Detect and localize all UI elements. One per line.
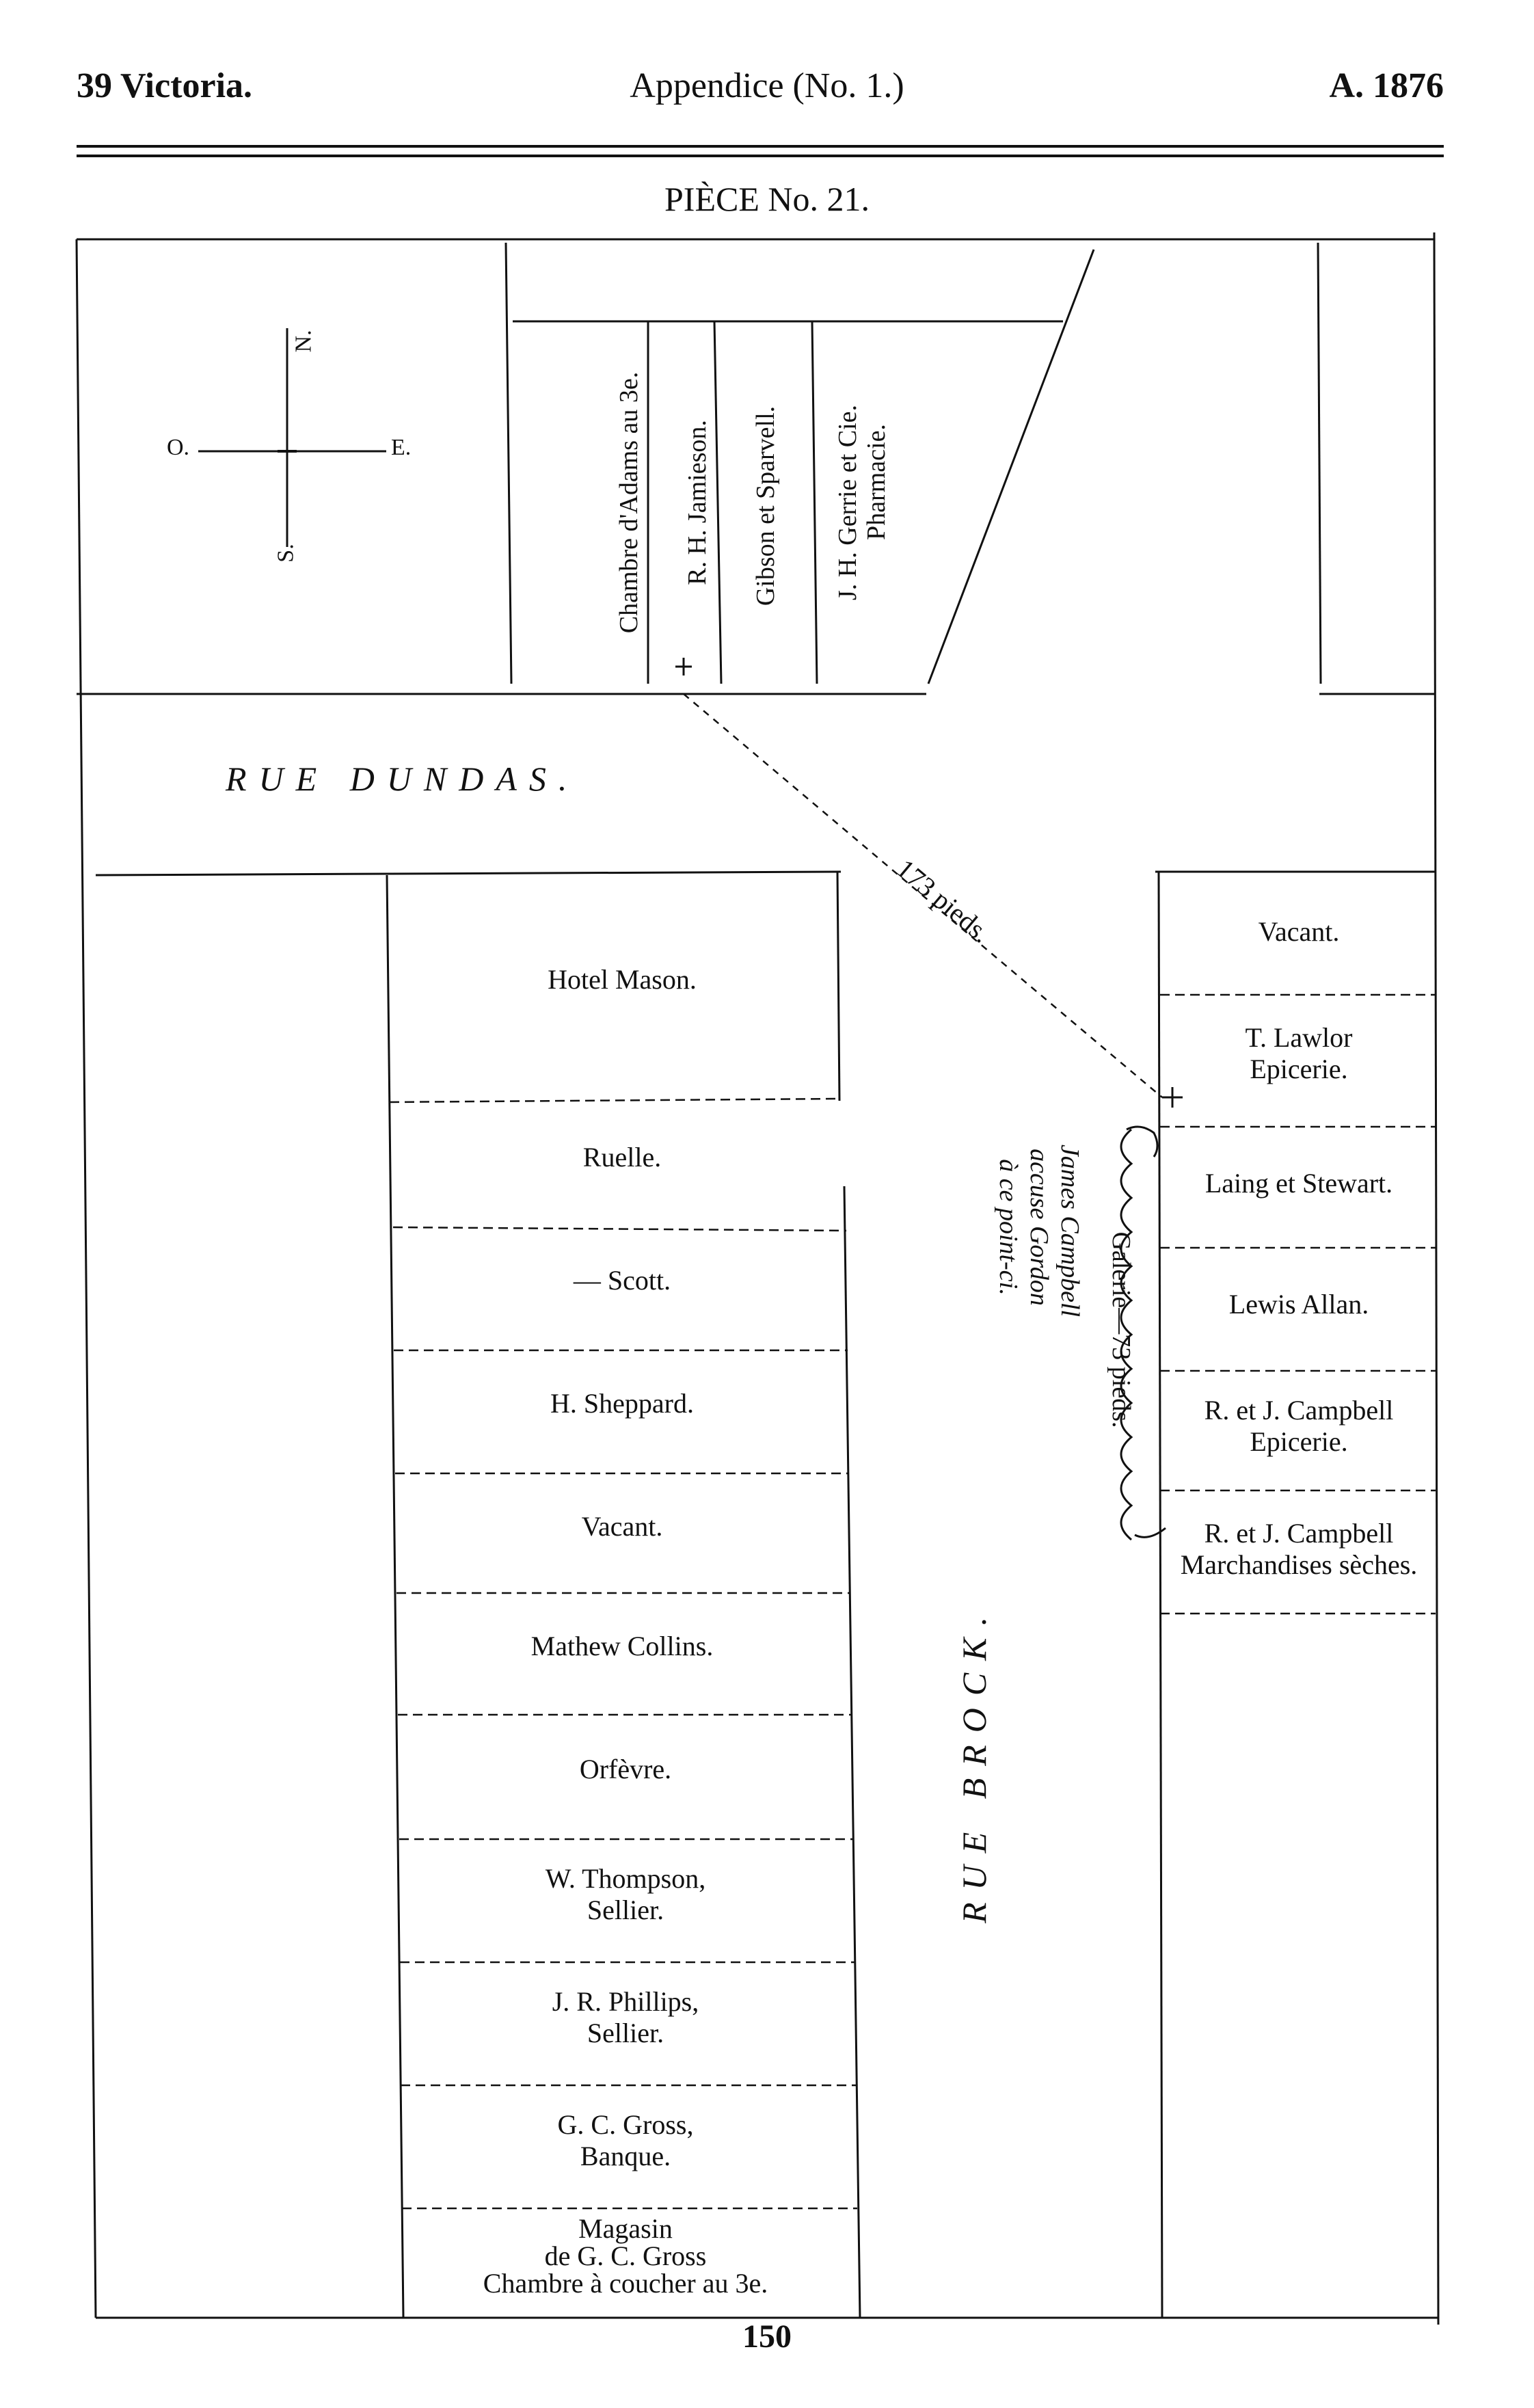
- street-rue-dundas: RUE DUNDAS.: [226, 760, 580, 798]
- north-block-diagonal-wall: [927, 249, 1095, 684]
- west-lot-vacant: Vacant.: [581, 1511, 663, 1542]
- west-lot-thompson: W. Thompson,Sellier.: [545, 1863, 706, 1925]
- west-lot-orfevre: Orfèvre.: [579, 1754, 672, 1784]
- label-campbell-line2: accuse Gordon: [1025, 1149, 1053, 1306]
- page-number: 150: [742, 2318, 792, 2355]
- west-lot-gross-banque: G. C. Gross,Banque.: [557, 2109, 694, 2171]
- compass-south-label: S.: [273, 544, 299, 563]
- north-right-wall: [1317, 242, 1322, 684]
- west-lot-mathew-collins: Mathew Collins.: [530, 1631, 714, 1661]
- header-right: A. 1876: [1329, 66, 1444, 105]
- east-lot-lewis-allan: Lewis Allan.: [1228, 1289, 1369, 1320]
- galerie-bracket-top: [1126, 1125, 1159, 1158]
- west-lot-hotel-mason: Hotel Mason.: [548, 964, 697, 995]
- label-gibson-sparvell: Gibson et Sparvell.: [751, 405, 780, 606]
- label-campbell-line1: James Campbell: [1055, 1144, 1084, 1317]
- measured-line-173-pieds: [683, 693, 1163, 1098]
- label-gerrie-line2: Pharmacie.: [862, 424, 891, 540]
- label-rh-jamieson: R. H. Jamieson.: [683, 420, 712, 585]
- divider-jamieson-gibson: [713, 321, 723, 684]
- north-block-left-wall: [504, 242, 513, 684]
- compass-west-label: O.: [167, 435, 190, 460]
- label-chambre-adams: Chambre d'Adams au 3e.: [615, 371, 643, 634]
- label-galerie-73-pieds: Galerie—73 pieds.: [1107, 1231, 1135, 1428]
- street-rue-brock: RUE BROCK.: [955, 1604, 993, 1924]
- west-lot-ruelle: Ruelle.: [582, 1142, 662, 1173]
- west-divider-2: [392, 1226, 847, 1232]
- hotel-mason-front-wall: [836, 871, 841, 1101]
- header-center: Appendice (No. 1.): [630, 66, 904, 105]
- label-gerrie-line1: J. H. Gerrie et Cie.: [833, 405, 862, 600]
- header-rule-bottom: [77, 155, 1444, 157]
- west-block-front-wall: [843, 1186, 861, 2318]
- header-left: 39 Victoria.: [77, 66, 253, 105]
- west-lot-sheppard: H. Sheppard.: [550, 1388, 694, 1419]
- east-block-front-wall: [1157, 871, 1163, 2318]
- galerie-scallop-left: [1120, 1128, 1133, 1541]
- dundas-south-edge-west: [95, 870, 842, 877]
- header-rule-top: [77, 145, 1444, 148]
- frame-left-line: [75, 239, 97, 2318]
- east-lot-laing-stewart: Laing et Stewart.: [1205, 1168, 1393, 1199]
- west-block-rear-wall: [386, 874, 405, 2318]
- west-lot-scott: — Scott.: [573, 1265, 671, 1296]
- west-divider-1: [389, 1097, 840, 1103]
- compass-east-label: E.: [391, 435, 412, 460]
- east-lot-vacant: Vacant.: [1258, 916, 1340, 947]
- lot-dividers: [389, 993, 1436, 2210]
- plate-title: PIÈCE No. 21.: [664, 180, 870, 218]
- frame-right-line: [1433, 232, 1440, 2325]
- label-campbell-line3: à ce point-ci.: [994, 1159, 1023, 1296]
- compass-north-label: N.: [291, 330, 317, 353]
- divider-gibson-gerrie: [811, 321, 818, 684]
- galerie-bracket-bottom: [1134, 1527, 1166, 1538]
- west-lot-phillips: J. R. Phillips,Sellier.: [552, 1986, 699, 2048]
